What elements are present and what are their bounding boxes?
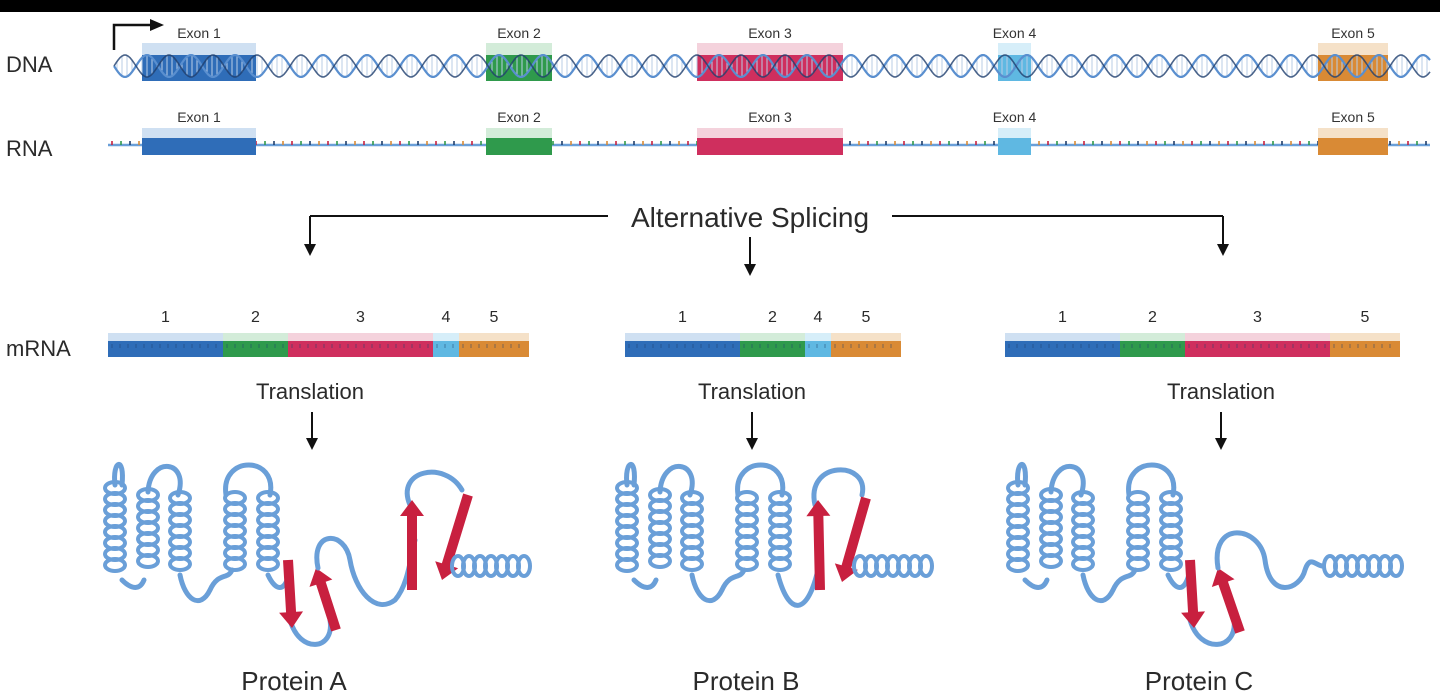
mrna-segment-2 [740,341,805,357]
mrna-isoform-A: 1 2 3 4 5 [108,309,529,357]
mrna-exon-number: 1 [1058,309,1067,326]
mrna-exon-number: 4 [814,309,823,326]
mrna-exon-number: 2 [251,309,260,326]
dna-exon-2-cap [486,43,552,57]
mrna-isoform-C: 1 2 3 5 [1005,309,1400,357]
dna-exon-5-cap [1318,43,1388,57]
protein-b-structure [615,461,934,608]
rna-label: RNA [6,136,53,161]
dna-exon-4-cap [998,43,1031,57]
rna-exon-5 [1318,138,1388,155]
dna-strand: Exon 1 Exon 2 Exon 3 Exon 4 Exon 5 [113,25,1431,81]
mrna-exon-number: 5 [862,309,871,326]
mrna-segment-4 [805,341,831,357]
dna-exon-label-2: Exon 2 [497,25,541,41]
mrna-seg-cap [831,333,901,342]
dna-exon-label-4: Exon 4 [993,25,1037,41]
rna-exon-1 [142,138,256,155]
splicing-arrows [309,215,1224,268]
mrna-seg-cap [805,333,831,342]
rna-exon-3-cap [697,128,843,140]
mrna-segment-1 [108,341,223,357]
mrna-exon-number: 4 [442,309,451,326]
mrna-seg-cap [1330,333,1400,342]
mrna-segment-2 [223,341,288,357]
translation-steps: Translation Translation Translation [256,379,1275,450]
mrna-seg-cap [740,333,805,342]
rna-exon-label-1: Exon 1 [177,109,221,125]
mrna-seg-cap [1005,333,1120,342]
mrna-seg-cap [223,333,288,342]
rna-exon-label-5: Exon 5 [1331,109,1375,125]
mrna-segment-1 [625,341,740,357]
rna-exon-4 [998,138,1031,155]
protein-b-label: Protein B [693,666,800,696]
dna-label: DNA [6,52,53,77]
rna-exon-4-cap [998,128,1031,140]
rna-strand: Exon 1 Exon 2 Exon 3 Exon 4 Exon 5 [108,109,1430,155]
rna-exon-label-3: Exon 3 [748,109,792,125]
translation-label-b: Translation [698,379,806,404]
mrna-exon-number: 3 [1253,309,1262,326]
mrna-seg-cap [433,333,459,342]
rna-exon-label-2: Exon 2 [497,109,541,125]
mrna-exon-number: 2 [768,309,777,326]
mrna-seg-cap [625,333,740,342]
mrna-seg-cap [459,333,529,342]
mrna-seg-cap [288,333,433,342]
translation-label-c: Translation [1167,379,1275,404]
rna-exon-2-cap [486,128,552,140]
rna-exon-5-cap [1318,128,1388,140]
mrna-segment-5 [1330,341,1400,357]
mrna-exon-number: 1 [678,309,687,326]
dna-exon-3-cap [697,43,843,57]
top-bar [0,0,1440,12]
mrna-segment-5 [831,341,901,357]
rna-exon-2 [486,138,552,155]
mrna-seg-cap [1120,333,1185,342]
mrna-segment-3 [1185,341,1330,357]
mrna-segment-4 [433,341,459,357]
dna-exon-label-5: Exon 5 [1331,25,1375,41]
mrna-seg-cap [108,333,223,342]
mrna-segment-5 [459,341,529,357]
mrna-exon-number: 2 [1148,309,1157,326]
rna-exon-1-cap [142,128,256,140]
mrna-exon-number: 3 [356,309,365,326]
transcription-start-arrow-icon [112,19,164,50]
rna-exon-3 [697,138,843,155]
protein-c-structure [1006,461,1404,647]
dna-exon-label-1: Exon 1 [177,25,221,41]
mrna-isoforms: 1 2 3 4 5 1 2 4 5 1 2 3 5 [108,309,1400,357]
mrna-segment-1 [1005,341,1120,357]
mrna-segment-3 [288,341,433,357]
mrna-exon-number: 5 [490,309,499,326]
translation-label-a: Translation [256,379,364,404]
mrna-segment-2 [1120,341,1185,357]
dna-exon-1-cap [142,43,256,57]
splicing-arrowheads [304,244,1229,276]
mrna-isoform-B: 1 2 4 5 [625,309,901,357]
dna-exon-label-3: Exon 3 [748,25,792,41]
mrna-label: mRNA [6,336,71,361]
protein-c-label: Protein C [1145,666,1253,696]
rna-exon-label-4: Exon 4 [993,109,1037,125]
protein-a-structure [103,461,532,647]
alternative-splicing-label: Alternative Splicing [631,202,869,233]
protein-a-label: Protein A [241,666,347,696]
mrna-exon-number: 5 [1361,309,1370,326]
mrna-exon-number: 1 [161,309,170,326]
mrna-seg-cap [1185,333,1330,342]
